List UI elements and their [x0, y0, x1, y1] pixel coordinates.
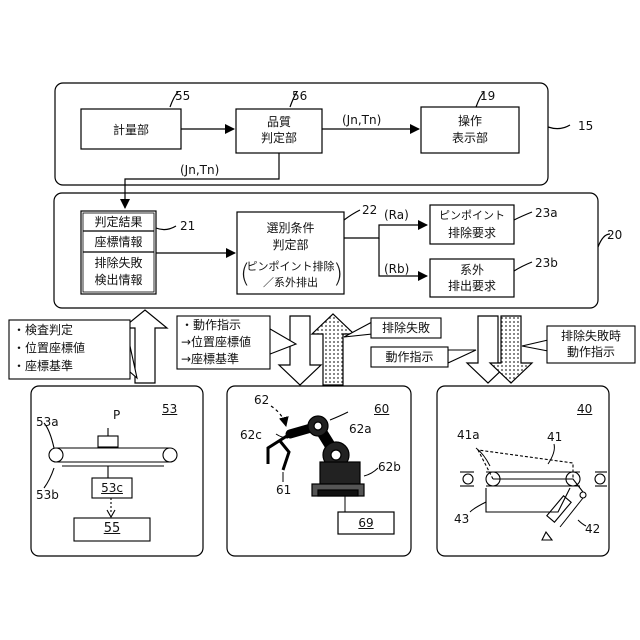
callout-right-1: 排除失敗時: [547, 329, 635, 343]
label-info-4: 検出情報: [81, 273, 156, 287]
label-paren-1: ピンポイント排除: [237, 260, 344, 274]
product-P: [98, 436, 118, 447]
label-measure: 計量部: [81, 123, 181, 137]
ref-55-box: 55: [74, 522, 150, 536]
ref-55: 55: [175, 89, 190, 103]
callout-center-2: →位置座標値: [181, 335, 251, 349]
ref-42: 42: [585, 522, 600, 536]
callout-left-2: ・位置座標値: [13, 341, 85, 355]
ref-20: 20: [607, 228, 622, 242]
label-selection-1: 選別条件: [237, 221, 344, 235]
ref-69: 69: [338, 516, 394, 530]
roller-right: [163, 448, 177, 462]
label-pinpoint-1: ピンポイント: [430, 209, 514, 223]
ref-53: 53: [162, 402, 177, 416]
label-outside-2: 排出要求: [430, 279, 514, 293]
ref-53b: 53b: [36, 488, 59, 502]
ref-23a: 23a: [535, 206, 558, 220]
ref-62a: 62a: [349, 422, 372, 436]
ref-61: 61: [276, 483, 291, 497]
callout-center-1: ・動作指示: [181, 318, 241, 332]
ref-P: P: [113, 408, 120, 422]
ref-21: 21: [180, 219, 195, 233]
label-info-1: 判定結果: [81, 215, 156, 229]
label-ra: (Ra): [384, 208, 409, 222]
label-outside-1: 系外: [430, 263, 514, 277]
callout-left-3: ・座標基準: [13, 359, 73, 373]
ref-43: 43: [454, 512, 469, 526]
ref-60: 60: [374, 402, 389, 416]
label-info-2: 座標情報: [81, 235, 156, 249]
callout-right-2: 動作指示: [547, 345, 635, 359]
label-jn-1: (Jn,Tn): [342, 113, 381, 127]
label-rb: (Rb): [384, 262, 409, 276]
label-info-3: 排除失敗: [81, 256, 156, 270]
paren-close: ): [333, 260, 343, 288]
label-operation-1: 操作: [421, 114, 519, 128]
label-paren-2: ／系外排出: [237, 276, 344, 290]
ref-62c: 62c: [240, 428, 262, 442]
arrow-down-center: [279, 316, 321, 385]
callout-fail-text: 排除失敗: [371, 321, 441, 335]
roller-left: [49, 448, 63, 462]
ref-22: 22: [362, 203, 377, 217]
label-pinpoint-2: 排除要求: [430, 226, 514, 240]
ref-19: 19: [480, 89, 495, 103]
ref-23b: 23b: [535, 256, 558, 270]
callout-op-text: 動作指示: [371, 350, 448, 364]
ref-15: 15: [578, 119, 593, 133]
paren-open: (: [240, 260, 250, 288]
ref-53a: 53a: [36, 415, 59, 429]
label-selection-2: 判定部: [237, 238, 344, 252]
callout-center-3: →座標基準: [181, 352, 239, 366]
label-quality-1: 品質: [236, 115, 322, 129]
ref-56: 56: [292, 89, 307, 103]
label-operation-2: 表示部: [421, 131, 519, 145]
ref-62: 62: [254, 393, 269, 407]
label-jn-2: (Jn,Tn): [180, 163, 219, 177]
ref-41a: 41a: [457, 428, 480, 442]
ref-62b: 62b: [378, 460, 401, 474]
ref-40: 40: [577, 402, 592, 416]
ref-53c: 53c: [92, 481, 132, 495]
ref-41: 41: [547, 430, 562, 444]
arrow-up-center-dotted: [312, 314, 354, 385]
label-quality-2: 判定部: [236, 131, 322, 145]
callout-left-1: ・検査判定: [13, 323, 73, 337]
